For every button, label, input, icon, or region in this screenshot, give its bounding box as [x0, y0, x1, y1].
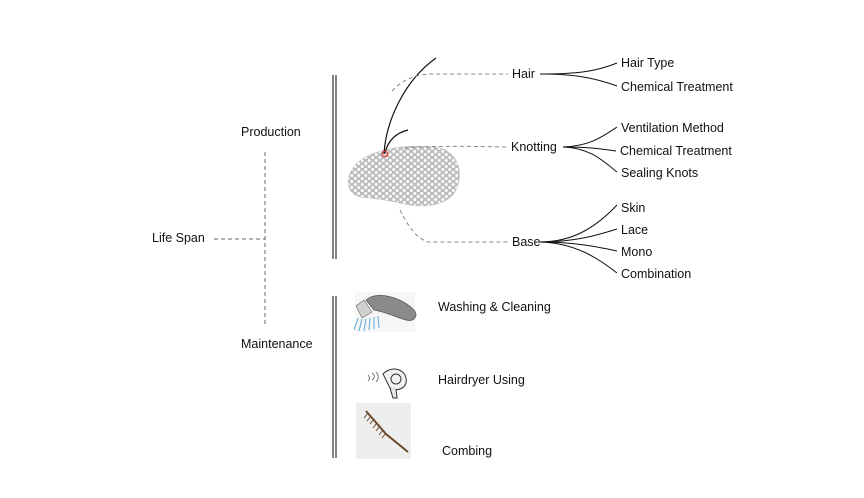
leaf-hair-chemical-treatment: Chemical Treatment [621, 80, 733, 94]
leaf-mono: Mono [621, 245, 652, 259]
production-label: Production [241, 125, 301, 139]
maintenance-item-washing: Washing & Cleaning [438, 300, 551, 314]
part-label-hair: Hair [512, 67, 535, 81]
leaf-knotting-chemical-treatment: Chemical Treatment [620, 144, 732, 158]
base-fan [539, 204, 618, 274]
production-bracket [332, 75, 337, 259]
leaf-ventilation-method: Ventilation Method [621, 121, 724, 135]
part-label-knotting: Knotting [511, 140, 557, 154]
hair-leader [391, 73, 508, 92]
maintenance-item-combing: Combing [442, 444, 492, 458]
leaf-sealing-knots: Sealing Knots [621, 166, 698, 180]
part-label-base: Base [512, 235, 541, 249]
base-leader [399, 209, 508, 243]
wig-base-illustration [348, 57, 460, 207]
leaf-combination: Combination [621, 267, 691, 281]
root-label: Life Span [152, 231, 205, 245]
maintenance-bracket [332, 296, 337, 458]
hair-fan [539, 62, 618, 87]
hair-strand-short [384, 129, 409, 154]
hair-strand-long [383, 57, 437, 155]
maintenance-label: Maintenance [241, 337, 313, 351]
comb-icon [356, 403, 411, 459]
hairdryer-icon [367, 368, 407, 399]
knotting-fan [562, 126, 618, 173]
knotting-leader [403, 145, 509, 149]
shower-head-icon [353, 292, 417, 332]
leaf-hair-type: Hair Type [621, 56, 674, 70]
knot-marker [381, 150, 389, 158]
leaf-lace: Lace [621, 223, 648, 237]
leaf-skin: Skin [621, 201, 645, 215]
maintenance-item-hairdryer: Hairdryer Using [438, 373, 525, 387]
